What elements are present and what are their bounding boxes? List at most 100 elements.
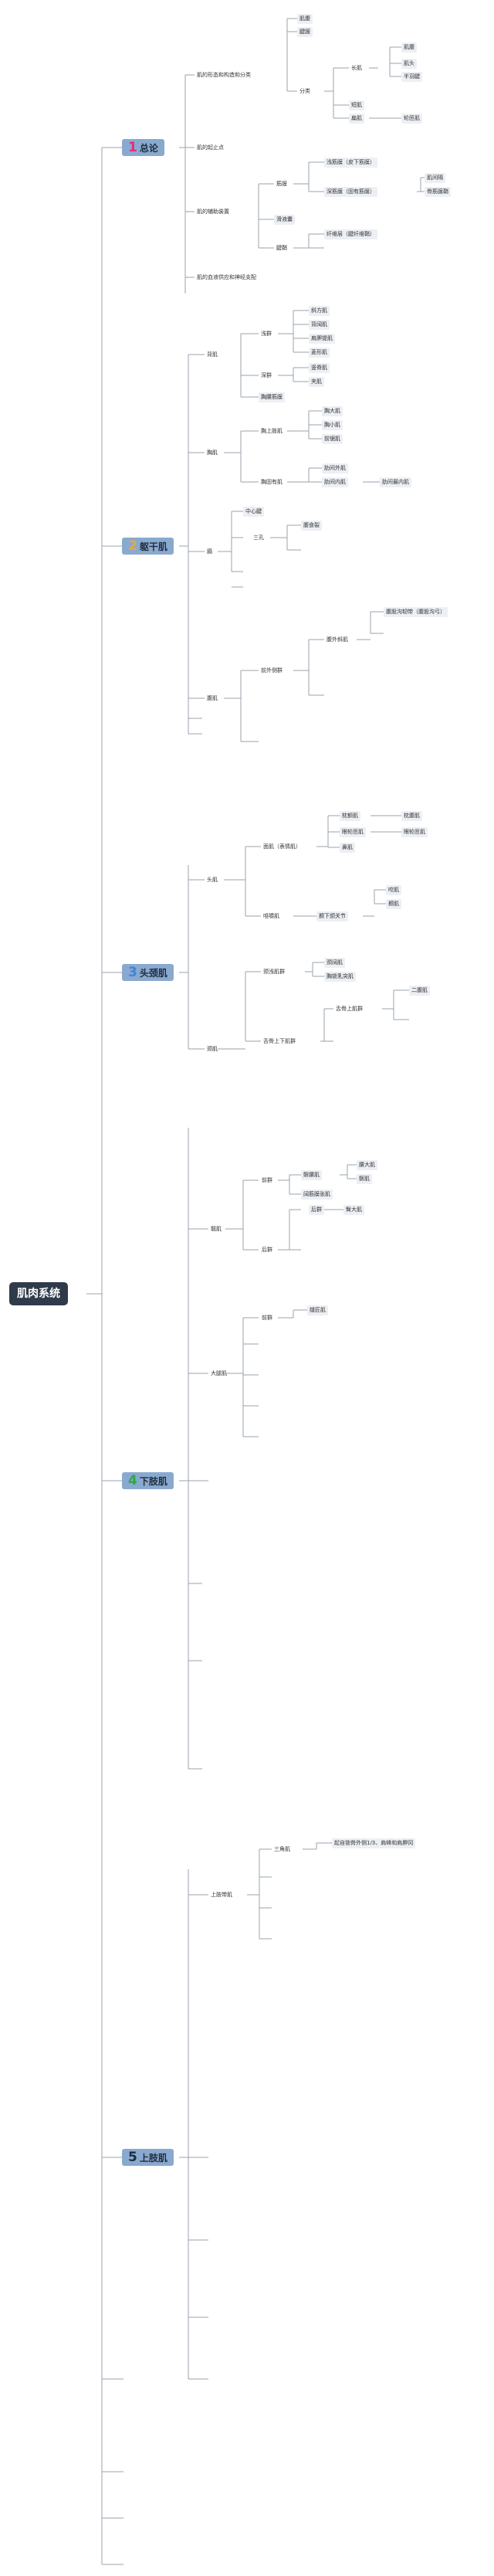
s2-thoracolumbar[interactable]: 胸腰筋膜 <box>259 392 285 402</box>
section-number: 2 <box>128 538 137 554</box>
s3-expression[interactable]: 面肌（表情肌） <box>263 843 301 850</box>
s1-belly[interactable]: 肌腹 <box>297 14 313 24</box>
s4-psoas[interactable]: 腰大肌 <box>357 1160 377 1170</box>
section-number: 3 <box>128 965 137 980</box>
s4-sartorius[interactable]: 缝匠肌 <box>307 1305 328 1315</box>
s3-hyoid[interactable]: 舌骨上下肌群 <box>263 1038 296 1044</box>
s1-fiber[interactable]: 纤维层（腱纤维鞘） <box>324 229 377 239</box>
s2-back-deep[interactable]: 深群 <box>261 372 272 378</box>
s2-abd-oblique[interactable]: 腹外斜肌 <box>327 636 348 643</box>
s5-deltoid-note[interactable]: 起自锁骨外侧1/3、肩峰和肩胛冈 <box>332 1838 416 1848</box>
s2-chest-up-item[interactable]: 胸大肌 <box>322 406 343 416</box>
s3-orbicularis[interactable]: 眼轮匝肌 <box>340 827 366 837</box>
s1-flat[interactable]: 扁肌 <box>349 114 364 124</box>
s3-nasal[interactable]: 鼻肌 <box>340 843 355 853</box>
s1-blood[interactable]: 肌的血液供应和神经支配 <box>197 274 256 280</box>
s2-innermost[interactable]: 肋间最内肌 <box>380 477 411 487</box>
s2-back-sup-item[interactable]: 菱形肌 <box>309 348 330 358</box>
s3-masticatory[interactable]: 咀嚼肌 <box>263 913 279 919</box>
section-label: 上肢肌 <box>139 2153 167 2164</box>
s4-iliopsoas[interactable]: 髂腰肌 <box>301 1170 322 1180</box>
s2-chest-own-item[interactable]: 肋间外肌 <box>322 463 348 473</box>
s2-chest-own[interactable]: 胸固有肌 <box>261 479 283 485</box>
s3-neck-sup[interactable]: 颈浅肌群 <box>263 969 285 975</box>
s1-long-item[interactable]: 肌腹 <box>401 42 417 53</box>
s2-diaphragm[interactable]: 膈 <box>207 548 212 555</box>
section-label: 总论 <box>139 143 158 154</box>
s1-aux[interactable]: 肌的辅助装置 <box>197 209 229 215</box>
s2-central-tendon[interactable]: 中心腱 <box>243 507 264 517</box>
s1-structure[interactable]: 肌的形态和构造和分类 <box>197 72 251 78</box>
s3-orb-sub[interactable]: 眼轮匝肌 <box>401 827 428 837</box>
s1-origin[interactable]: 肌的起止点 <box>197 144 224 151</box>
s2-chest-own-item[interactable]: 肋间内肌 <box>322 477 348 487</box>
s5-deltoid[interactable]: 三角肌 <box>274 1846 290 1852</box>
s1-long-item[interactable]: 肌头 <box>401 59 417 69</box>
s1-sheath[interactable]: 腱鞘 <box>276 245 287 251</box>
s3-digastric[interactable]: 二腹肌 <box>409 986 430 996</box>
section-number: 4 <box>128 1473 137 1488</box>
section-number: 5 <box>128 2150 137 2165</box>
s2-abd-lateral[interactable]: 前外侧群 <box>261 667 283 674</box>
s1-bursa[interactable]: 滑液囊 <box>274 215 295 225</box>
s1-deep-item[interactable]: 肌间隔 <box>425 173 445 183</box>
s4-thigh-front[interactable]: 前群 <box>262 1315 272 1321</box>
s1-long[interactable]: 长肌 <box>351 65 362 71</box>
section-number: 1 <box>128 140 137 155</box>
s2-hiatus-sub[interactable]: 腹食裂 <box>301 521 322 531</box>
s2-back-sup-item[interactable]: 斜方肌 <box>309 306 330 316</box>
s1-classification[interactable]: 分类 <box>299 88 310 94</box>
s1-short[interactable]: 短肌 <box>349 100 364 110</box>
s4-tfl[interactable]: 阔筋膜张肌 <box>301 1190 333 1200</box>
s2-back-deep-item[interactable]: 竖脊肌 <box>309 363 330 373</box>
s2-chest-upper[interactable]: 胸上肢肌 <box>261 428 283 434</box>
section-label: 下肢肌 <box>139 1476 167 1487</box>
s1-superficial[interactable]: 浅筋膜（皮下筋膜） <box>324 158 377 168</box>
s3-occipitofrontalis[interactable]: 枕额肌 <box>340 811 360 821</box>
s5-girdle[interactable]: 上肢带肌 <box>211 1892 232 1898</box>
s2-chest[interactable]: 胸肌 <box>207 450 218 456</box>
s4-iliacus[interactable]: 髂肌 <box>357 1174 372 1184</box>
s4-thigh[interactable]: 大腿肌 <box>211 1370 227 1376</box>
s2-back-sup-item[interactable]: 肩胛提肌 <box>309 334 335 344</box>
s3-hyoid-sub[interactable]: 舌骨上肌群 <box>336 1006 363 1012</box>
s1-ring[interactable]: 轮匝肌 <box>401 114 422 124</box>
s1-deep[interactable]: 深筋膜（固有筋膜） <box>324 187 377 197</box>
s1-deep-item[interactable]: 骨筋膜鞘 <box>425 187 451 197</box>
s1-long-item[interactable]: 半羽腱 <box>401 72 422 82</box>
s4-glute-marker[interactable]: 后群 <box>309 1205 324 1215</box>
s3-platysma[interactable]: 颈阔肌 <box>324 958 345 968</box>
s3-neck[interactable]: 颈肌 <box>207 1046 218 1052</box>
section-label: 躯干肌 <box>139 541 167 552</box>
s3-head[interactable]: 头肌 <box>207 877 218 883</box>
s2-inguinal[interactable]: 腹股沟韧带（腹股沟弓） <box>384 607 448 617</box>
s1-tendon[interactable]: 腱膜 <box>297 27 313 37</box>
s2-abdomen[interactable]: 腹肌 <box>207 695 218 701</box>
s3-temporalis[interactable]: 颞肌 <box>386 899 401 909</box>
s1-fascia[interactable]: 筋膜 <box>276 181 287 187</box>
s3-temporal-joint[interactable]: 颞下颌关节 <box>316 911 348 921</box>
s4-hip-front[interactable]: 前群 <box>262 1177 272 1183</box>
s3-masseter[interactable]: 咬肌 <box>386 885 401 895</box>
s2-back-sup-item[interactable]: 背阔肌 <box>309 320 330 330</box>
s4-hip[interactable]: 髋肌 <box>211 1226 222 1232</box>
s2-chest-up-item[interactable]: 前锯肌 <box>322 434 343 444</box>
s4-gluteus[interactable]: 臀大肌 <box>343 1205 364 1215</box>
s3-scm[interactable]: 胸锁乳突肌 <box>324 972 356 982</box>
section-label: 头颈肌 <box>139 968 167 979</box>
s4-hip-back[interactable]: 后群 <box>262 1247 272 1253</box>
s2-back-superficial[interactable]: 浅群 <box>261 331 272 337</box>
s2-chest-up-item[interactable]: 胸小肌 <box>322 420 343 430</box>
s2-back-deep-item[interactable]: 夹肌 <box>309 377 324 387</box>
root-node[interactable]: 肌肉系统 <box>9 1282 68 1305</box>
s2-hiatus[interactable]: 三孔 <box>253 535 264 541</box>
s3-occ-sub[interactable]: 枕腹肌 <box>401 811 422 821</box>
s2-back[interactable]: 背肌 <box>207 351 218 358</box>
